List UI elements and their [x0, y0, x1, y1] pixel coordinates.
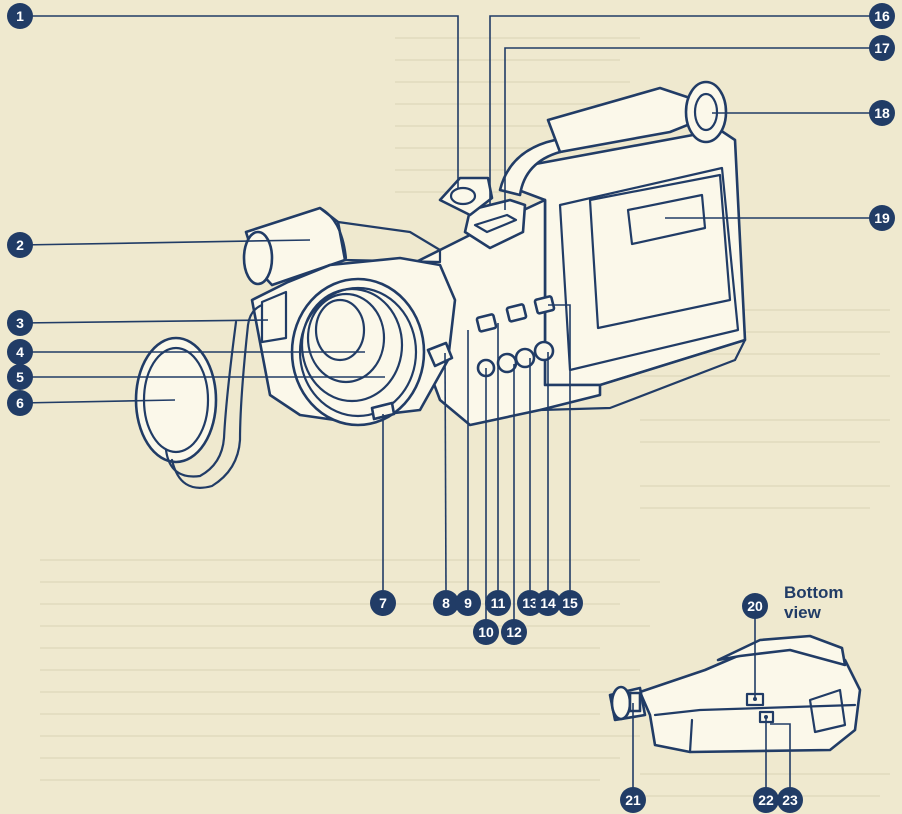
svg-text:22: 22	[758, 792, 774, 808]
callout-13: 13	[517, 590, 543, 616]
svg-text:5: 5	[16, 369, 24, 385]
callout-4: 4	[7, 339, 33, 365]
camcorder-bottom-view	[608, 634, 862, 754]
callout-23: 23	[777, 787, 803, 813]
callout-5: 5	[7, 364, 33, 390]
svg-text:19: 19	[874, 210, 890, 226]
callout-8: 8	[433, 590, 459, 616]
svg-text:3: 3	[16, 315, 24, 331]
svg-text:7: 7	[379, 595, 387, 611]
svg-text:20: 20	[747, 598, 763, 614]
camcorder-main-view	[134, 80, 747, 489]
callout-22: 22	[753, 787, 779, 813]
callout-19: 19	[869, 205, 895, 231]
svg-text:9: 9	[464, 595, 472, 611]
callout-20: 20	[742, 593, 768, 619]
svg-text:16: 16	[874, 8, 890, 24]
svg-text:1: 1	[16, 8, 24, 24]
callout-11: 11	[485, 590, 511, 616]
svg-text:2: 2	[16, 237, 24, 253]
svg-text:15: 15	[562, 595, 578, 611]
svg-text:12: 12	[506, 624, 522, 640]
callout-2: 2	[7, 232, 33, 258]
callout-9: 9	[455, 590, 481, 616]
bottom-view-label: Bottom view	[784, 583, 844, 622]
svg-text:18: 18	[874, 105, 890, 121]
callout-15: 15	[557, 590, 583, 616]
callout-17: 17	[869, 35, 895, 61]
svg-text:6: 6	[16, 395, 24, 411]
svg-text:14: 14	[540, 595, 556, 611]
callout-12: 12	[501, 619, 527, 645]
svg-text:23: 23	[782, 792, 798, 808]
callout-1: 1	[7, 3, 33, 29]
callout-3: 3	[7, 310, 33, 336]
callout-16: 16	[869, 3, 895, 29]
svg-text:8: 8	[442, 595, 450, 611]
svg-text:11: 11	[491, 595, 506, 611]
callout-7: 7	[370, 590, 396, 616]
svg-text:4: 4	[16, 344, 24, 360]
svg-text:21: 21	[625, 792, 641, 808]
leader-lines	[19, 15, 882, 796]
callout-10: 10	[473, 619, 499, 645]
svg-text:13: 13	[522, 595, 538, 611]
callout-14: 14	[535, 590, 561, 616]
callout-18: 18	[869, 100, 895, 126]
callout-6: 6	[7, 390, 33, 416]
svg-text:10: 10	[478, 624, 494, 640]
svg-text:17: 17	[874, 40, 890, 56]
callout-21: 21	[620, 787, 646, 813]
background-bleed-lines	[40, 37, 890, 797]
